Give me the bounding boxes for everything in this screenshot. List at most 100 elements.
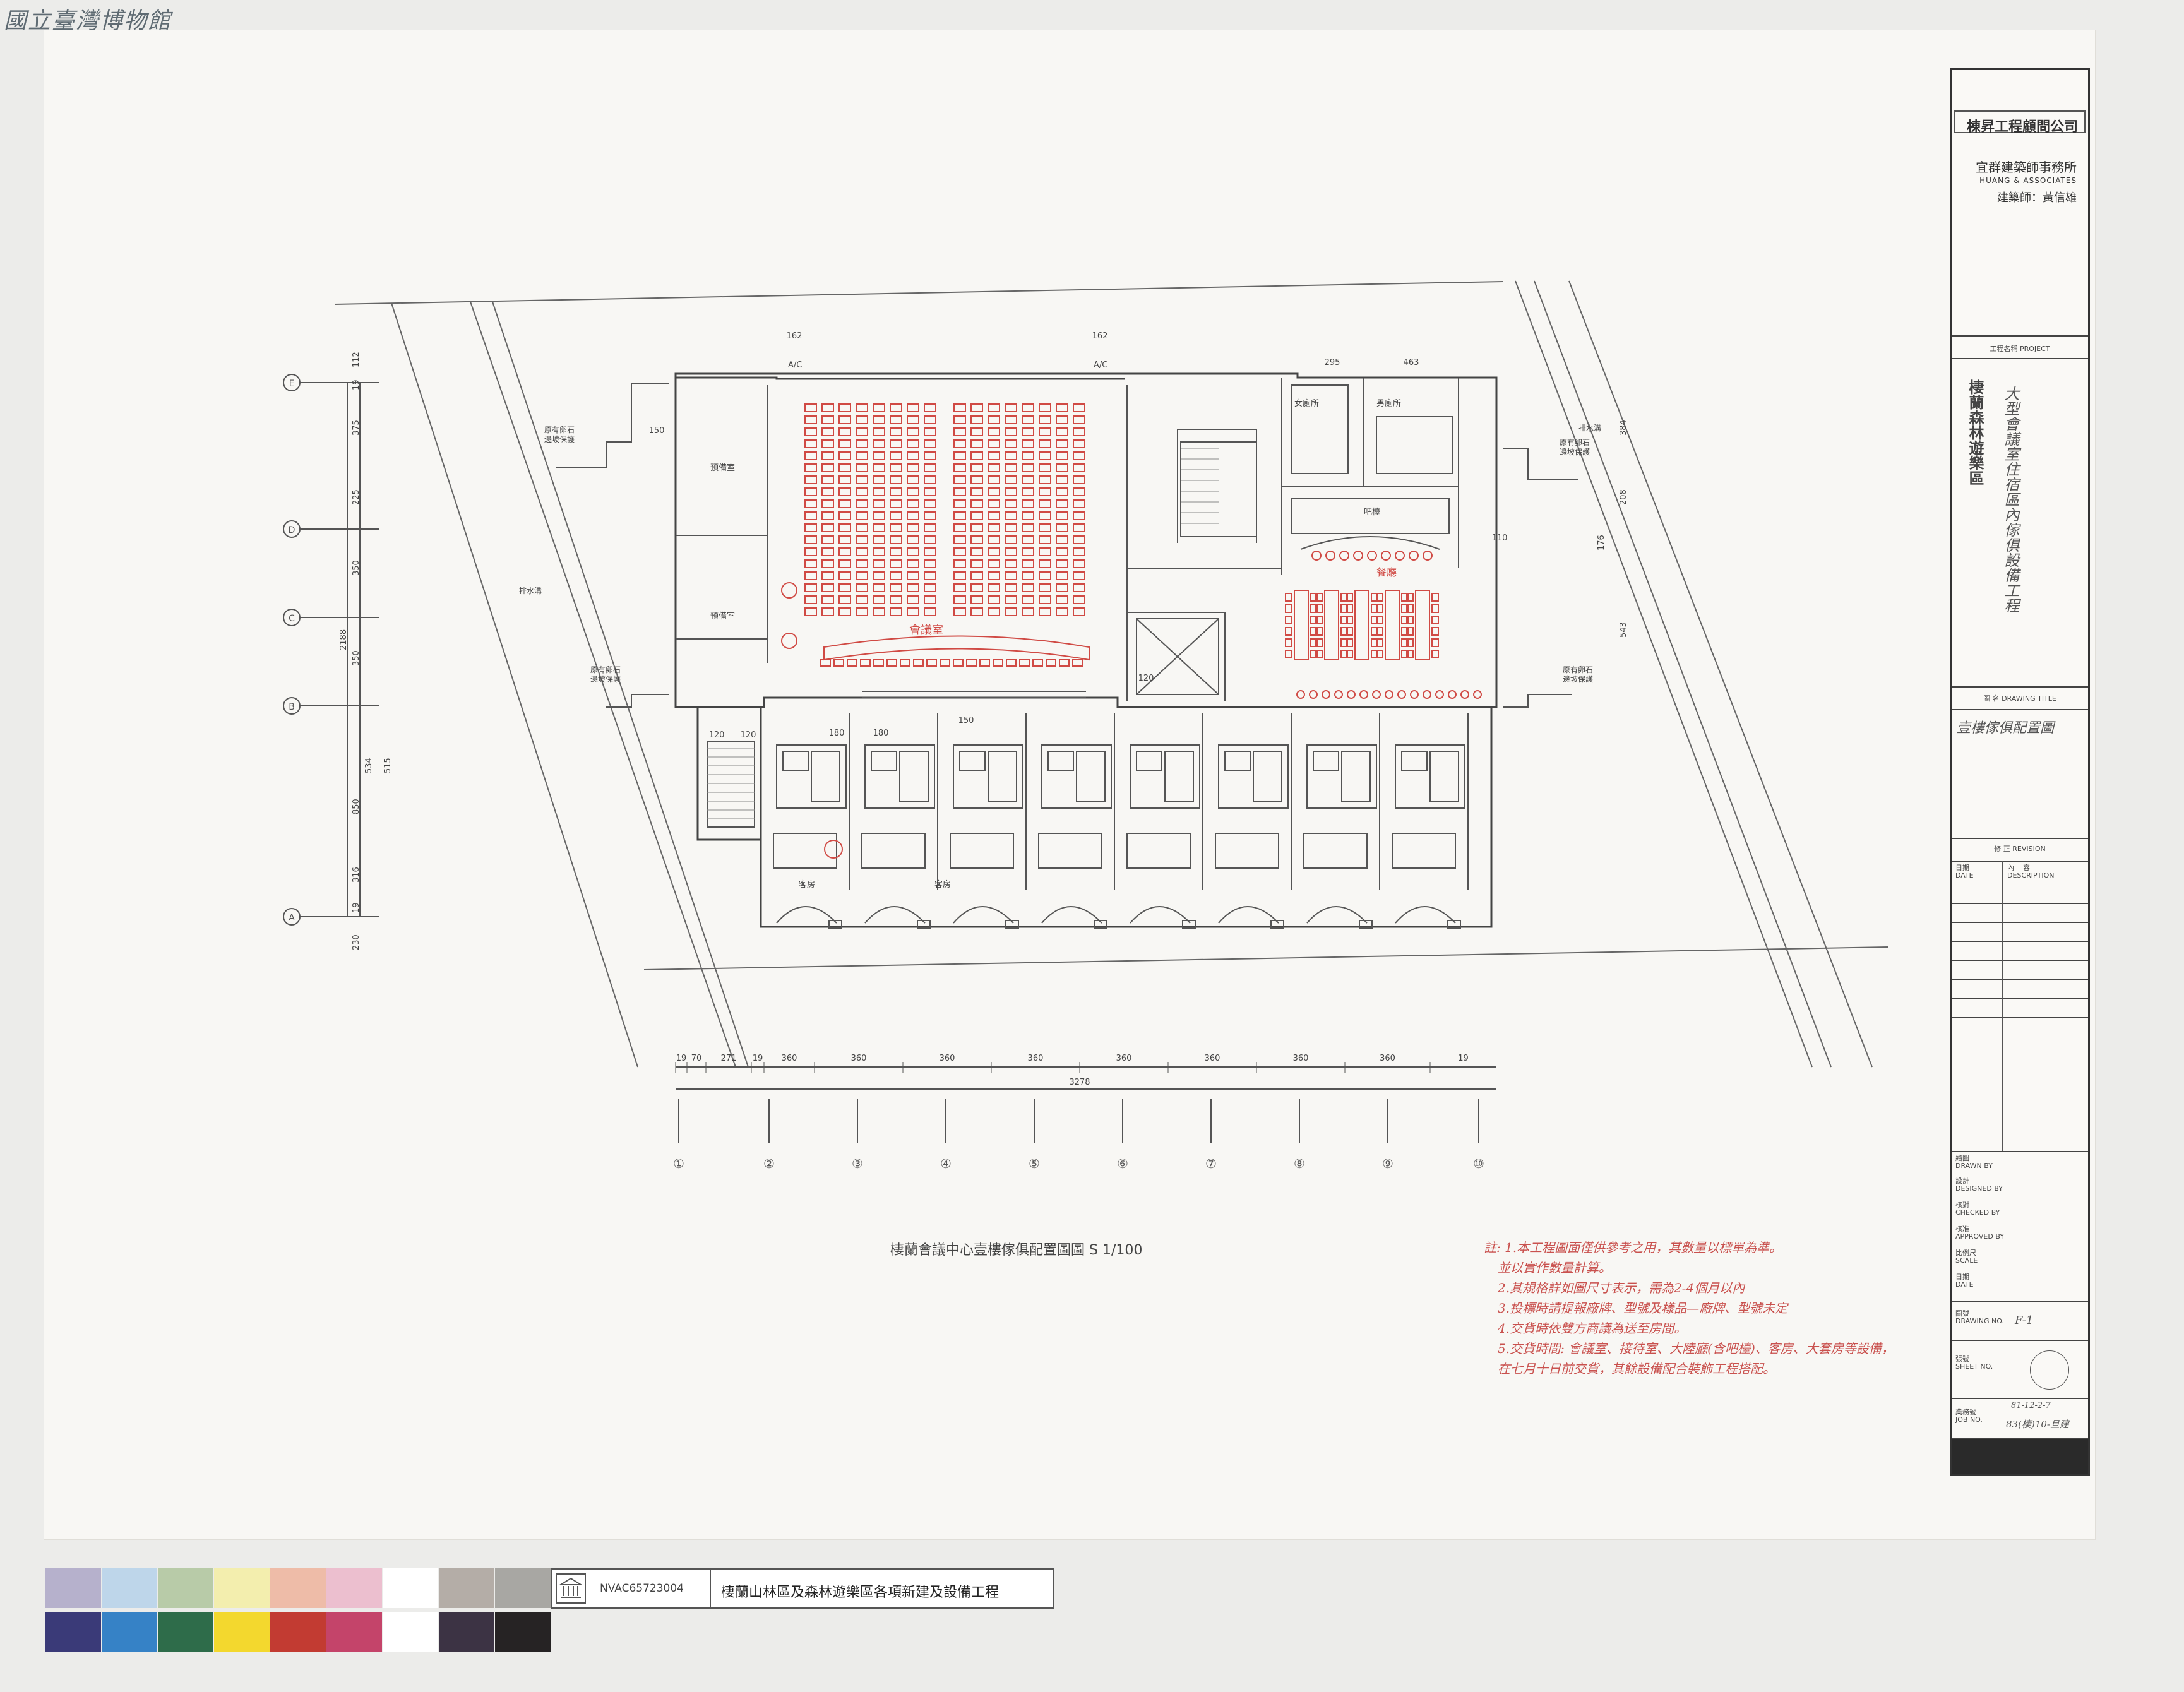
dim-left-350b: 350 [352,650,361,666]
grid-row-label: A [289,913,295,923]
bay-window-sofa [1395,906,1456,924]
dim-left-375: 375 [352,420,361,436]
project-label: 工程名稱 PROJECT [1990,345,2050,353]
dim-left-850: 850 [352,799,361,814]
bed [773,833,837,869]
bay-window-sofa [1306,906,1368,924]
bathroom [953,744,1023,809]
dim-right-208: 208 [1619,489,1628,505]
dining-table [1415,590,1430,660]
room-label-bar: 吧檯 [1364,508,1380,517]
grid-column-label: ⑦ [1205,1156,1217,1171]
bathroom [1130,744,1200,809]
bay-window-sofa [1218,906,1279,924]
color-swatch [383,1612,438,1652]
note-drain-right-mid-2: 邊坡保護 [1560,447,1590,456]
bottom-dimension: 360 [1205,1054,1220,1063]
dim-total: 3278 [1069,1078,1090,1087]
dim-463: 463 [1404,358,1419,367]
bottom-dimension: 360 [1380,1054,1395,1063]
room-label-women-wc: 女廁所 [1294,398,1319,408]
bottom-dimension: 70 [691,1054,702,1063]
bottom-dimension: 360 [1293,1054,1309,1063]
date-label: 日期 DATE [1955,1273,1974,1289]
collection-title: 棲蘭山林區及森林遊樂區各項新建及設備工程 [721,1585,1000,1600]
dim-162-b: 162 [1092,331,1108,341]
note-stone-right: 原有卵石 [1563,665,1593,674]
plan-title: 棲蘭會議中心壹樓傢俱配置圖圖 S 1/100 [890,1242,1143,1258]
note-stone-right-2: 邊坡保護 [1563,674,1593,684]
note-line-1: 註: 1.本工程圖面僅供參考之用，其數量以標單為準。 [1484,1240,1782,1255]
dim-295: 295 [1325,358,1340,367]
room-label-meeting-hall: 會議室 [909,624,943,637]
note-stone-left-top-2: 邊坡保護 [544,434,575,444]
dim-110: 110 [1492,533,1508,543]
color-swatch [495,1612,551,1652]
room-label-prep-2: 預備室 [710,611,735,621]
grid-column-label: ⑤ [1029,1156,1040,1171]
dim-right-176: 176 [1597,535,1606,551]
dim-180-a: 180 [829,729,845,738]
bottom-dimension: 19 [753,1054,763,1063]
note-stone-left-top: 原有卵石 [544,426,575,434]
archive-id-strip: NVAC65723004 棲蘭山林區及森林遊樂區各項新建及設備工程 [551,1568,1054,1609]
note-line-4: 4.交貨時依雙方商議為送至房間。 [1498,1321,1687,1336]
color-swatch [102,1568,157,1608]
color-swatch [495,1568,551,1608]
grid-column-label: ⑩ [1473,1156,1484,1171]
dining-table [1385,590,1400,660]
room-label-guest-2: 客房 [934,879,951,890]
meeting-table [823,635,1090,661]
dim-left-515: 515 [383,758,393,773]
bed [1392,833,1456,869]
note-line-1b: 並以實作數量計算。 [1498,1260,1611,1275]
bottom-dimension: 19 [676,1054,687,1063]
project-name-a: 棲蘭森林遊樂區 [1966,379,1984,486]
grid-row-label: B [289,702,295,712]
note-line-3: 3.投標時請提報廠牌、型號及樣品—廠牌、型號未定 [1498,1301,1788,1316]
grid-column-label: ⑥ [1117,1156,1128,1171]
revision-label: 修 正 REVISION [1994,845,2046,853]
bathroom [1395,744,1465,809]
job-no-label: 業務號 JOB NO. [1955,1408,1983,1424]
bottom-dimension: 19 [1458,1054,1469,1063]
museum-logo-icon [556,1573,586,1604]
note-drain-right-mid: 原有卵石 [1560,438,1590,447]
bottom-dimension: 360 [940,1054,955,1063]
project-name-b: 大型會議室住宿區內傢俱設備工程 [2002,386,2019,613]
dim-150-b: 150 [958,716,974,725]
dim-150-a: 150 [649,426,665,436]
room-label-men-wc: 男廁所 [1376,398,1401,408]
bathroom [1041,744,1112,809]
ac-label-2: A/C [1094,360,1107,370]
note-stone-left-bottom: 原有卵石 [590,665,621,674]
dim-right-384: 384 [1619,420,1628,436]
grid-column-label: ① [673,1156,684,1171]
firm-top: 棟昇工程顧問公司 [1966,119,2078,135]
handwritten-notes: 註: 1.本工程圖面僅供參考之用，其數量以標單為準。 並以實作數量計算。 2.其… [1484,1237,1938,1379]
dim-left-2188: 2188 [339,629,349,650]
scale-label: 比例尺 SCALE [1955,1249,1978,1265]
grid-column-label: ③ [852,1156,863,1171]
dim-right-543: 543 [1619,622,1628,638]
dim-120-b: 120 [741,730,756,740]
color-swatch [214,1612,270,1652]
color-swatch [326,1568,382,1608]
color-swatch [439,1568,494,1608]
color-swatch [158,1612,213,1652]
checked-by-label: 核對 CHECKED BY [1955,1201,2000,1217]
job-no: 83(棲)10-旦建 [2006,1419,2069,1430]
note-stone-left-bottom-2: 邊坡保護 [590,674,621,684]
title-block-footer-bar [1952,1439,2088,1474]
dim-left-19b: 19 [352,902,361,913]
bathroom [1218,744,1289,809]
bed [1215,833,1279,869]
color-swatch [102,1612,157,1652]
sheet-no-circle [2030,1350,2069,1390]
bathroom [1306,744,1377,809]
note-line-2: 2.其規格詳如圖尺寸表示，需為2-4個月以內 [1498,1280,1745,1296]
drawing-sheet [44,30,2095,1539]
designed-by-label: 設計 DESIGNED BY [1955,1177,2003,1193]
accession-number: NVAC65723004 [600,1582,684,1595]
